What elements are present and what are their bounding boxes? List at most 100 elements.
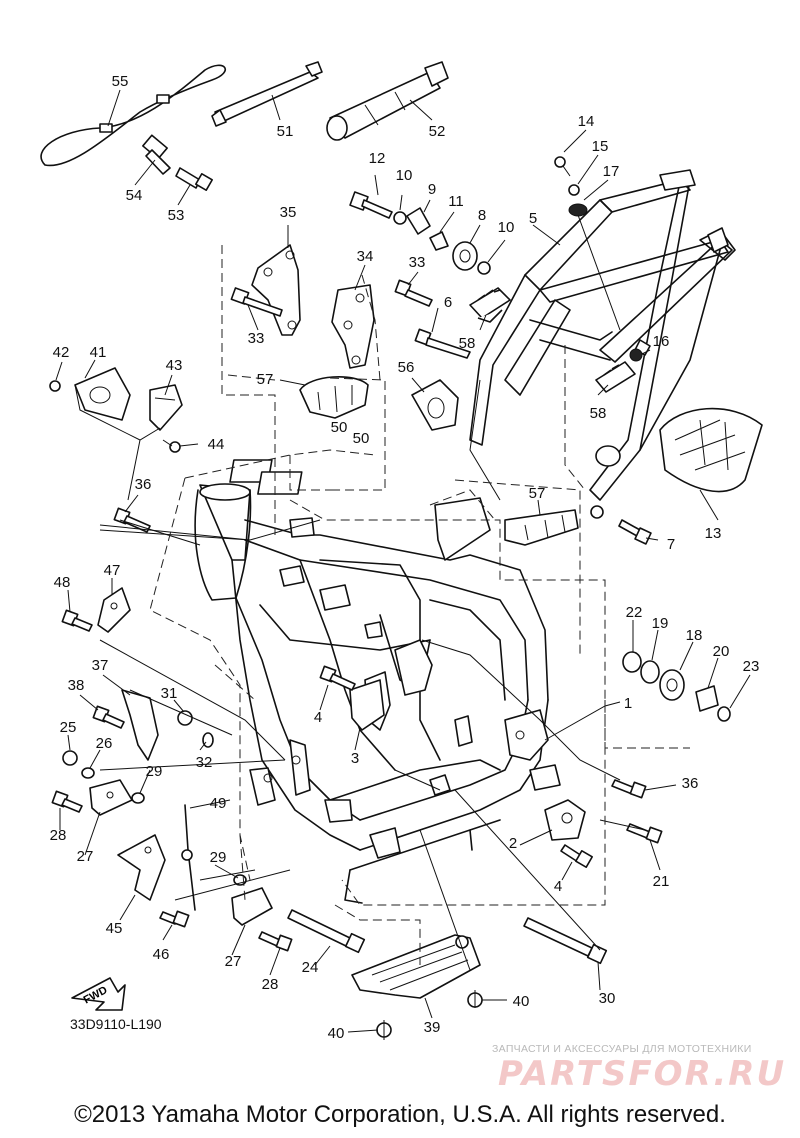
callout-46: 46 [153,946,170,963]
callout-35: 35 [280,204,297,221]
callout-4: 4 [314,709,322,726]
part-36-bolt-2 [113,507,151,533]
part-26-washer [81,767,95,779]
callout-14: 14 [578,113,595,130]
part-58-clip-nut [469,287,511,323]
callout-13: 13 [705,525,722,542]
part-2-bracket [544,799,586,841]
callout-26: 26 [96,735,113,752]
part-25-nut [62,750,78,766]
callout-53: 53 [168,207,185,224]
callout-56: 56 [398,359,415,376]
callout-57: 57 [257,371,274,388]
callout-16: 16 [653,333,670,350]
callout-18: 18 [686,627,703,644]
part-6-bolt [414,328,471,359]
callout-33b: 33 [409,254,426,271]
callout-17: 17 [603,163,620,180]
part-19-collar [640,660,660,684]
part-58-clip-nut-2 [595,361,636,393]
part-37-guard [121,689,159,761]
part-31-nut [177,710,193,726]
part-4-bolt-2 [560,844,593,868]
watermark-brand: PARTSFOR.RU [498,1054,787,1094]
part-35-bracket [251,244,301,336]
callout-20: 20 [713,643,730,660]
diagram-code: 33D9110-L190 [70,1016,162,1032]
part-49-rod [181,804,196,911]
part-51-wrench [211,61,323,127]
callout-1: 1 [624,695,632,712]
callout-34: 34 [357,248,374,265]
part-4-bolt [319,665,356,691]
callout-58: 58 [459,335,476,352]
part-27-bracket-2 [231,887,273,926]
callout-8: 8 [478,207,486,224]
part-36-bolt [611,779,647,799]
callout-30: 30 [599,990,616,1007]
callout-52: 52 [429,123,446,140]
part-32-washer [202,732,214,748]
leader-lines [55,89,751,1033]
part-30-long-bolt [523,917,608,965]
callout-7: 7 [667,536,675,553]
part-18-bushing [659,669,685,701]
part-10-washer [393,211,407,225]
callout-numbers: 1 2 3 4 4 5 6 7 8 9 10 10 11 12 13 14 15… [50,73,760,1042]
part-1-main-frame [194,483,561,904]
part-40-bolt-2 [376,1020,392,1040]
part-57-damper [299,376,369,419]
part-14-screw [554,156,571,177]
part-5-subframe [469,169,736,519]
part-56-clamp [411,379,459,431]
callout-29: 29 [146,763,163,780]
part-16-nut [629,348,643,362]
part-27-bracket [89,779,133,816]
part-7-bolt [618,519,652,545]
callout-43: 43 [166,357,183,374]
callout-42: 42 [53,344,70,361]
part-46-bolt [159,910,190,928]
part-52-socket-wrench [326,61,449,141]
part-45-bracket [117,834,166,901]
part-48-bolt [61,609,93,632]
part-3-bracket [349,679,385,731]
callout-54: 54 [126,187,143,204]
callout-45: 45 [106,920,123,937]
callout-5: 5 [529,210,537,227]
callout-12: 12 [369,150,386,167]
part-22-nut [622,651,642,673]
callout-29b: 29 [210,849,227,866]
callout-28: 28 [50,827,67,844]
callout-22: 22 [626,604,643,621]
part-47-bracket [97,587,131,633]
part-43-clip [149,384,183,431]
part-55-cable [40,64,226,167]
callout-21: 21 [653,873,670,890]
watermark-subtitle: ЗАПЧАСТИ И АКСЕССУАРЫ ДЛЯ МОТОТЕХНИКИ [492,1043,752,1055]
part-34-bracket [331,284,375,369]
callout-57b: 57 [529,485,546,502]
callout-19: 19 [652,615,669,632]
callout-27b: 27 [225,953,242,970]
part-17-grommet [568,203,588,217]
part-53-bolt [175,167,213,191]
callout-3: 3 [351,750,359,767]
callout-15: 15 [592,138,609,155]
part-13-guard [659,407,763,493]
callout-58b: 58 [590,405,607,422]
part-15-washer [568,184,580,196]
callout-25: 25 [60,719,77,736]
callout-4b: 4 [554,878,562,895]
callout-27: 27 [77,848,94,865]
fwd-arrow-icon: FWD [71,977,126,1011]
part-28-bolt-2 [258,931,293,952]
part-8-bushing [452,241,478,271]
callout-40b: 40 [328,1025,345,1042]
part-57-damper-2 [504,509,579,546]
callout-23: 23 [743,658,760,675]
callout-2: 2 [509,835,517,852]
callout-40: 40 [513,993,530,1010]
callout-36b: 36 [682,775,699,792]
